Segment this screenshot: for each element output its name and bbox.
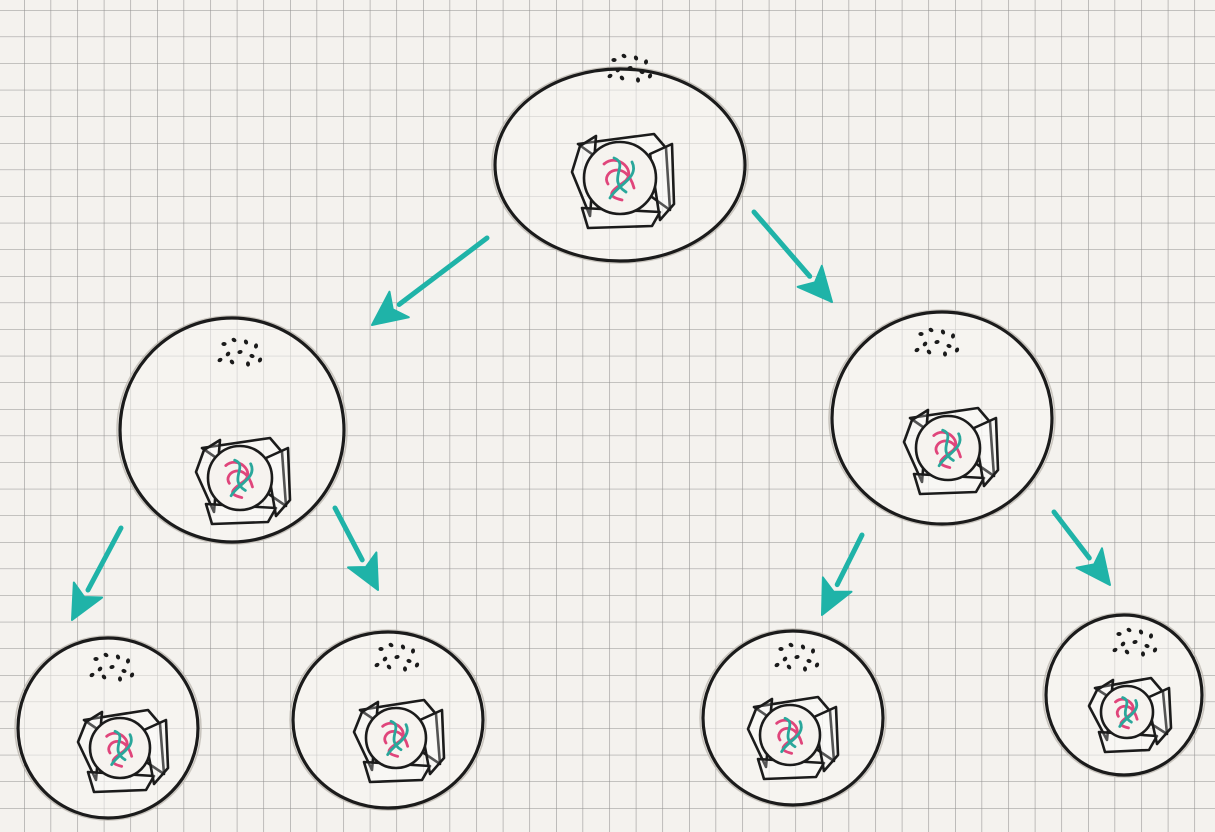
nucleus [208,446,272,510]
nucleus [760,705,820,765]
cell-left-left [15,636,201,820]
cell-right [829,310,1055,526]
cell-left-right [290,630,486,810]
nucleus [366,708,426,768]
nucleus [916,416,980,480]
cell-right-left [700,629,886,807]
nucleus [90,718,150,778]
nucleus [1101,686,1153,738]
nucleus [584,142,656,214]
cell-left [117,316,347,544]
